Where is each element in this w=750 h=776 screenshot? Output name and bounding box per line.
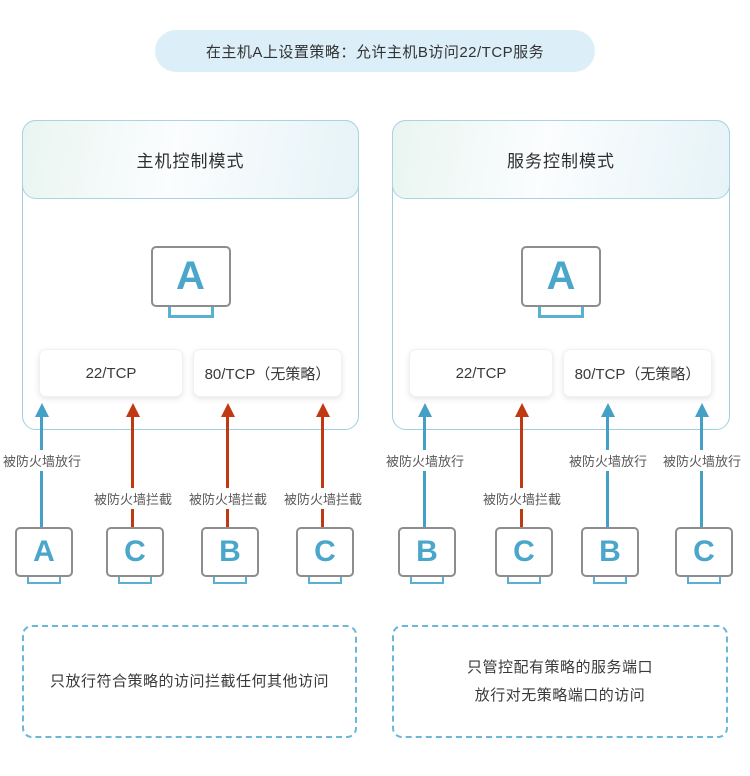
port-box-80tcp: 80/TCP（无策略） (193, 349, 342, 397)
port-box-22tcp: 22/TCP (39, 349, 183, 397)
flow-result-label: 被防火墙放行 (659, 450, 745, 471)
host-letter: B (416, 535, 438, 568)
panel-title-text: 服务控制模式 (507, 152, 615, 171)
arrow-shaft (606, 415, 609, 527)
traffic-arrow-blocked (126, 403, 140, 527)
flow-result-label: 被防火墙放行 (565, 450, 651, 471)
port-label: 80/TCP（无策略） (574, 365, 701, 383)
summary-note-service-mode: 只管控配有策略的服务端口 放行对无策略端口的访问 (392, 625, 728, 738)
host-letter: C (693, 535, 715, 568)
policy-banner-text: 在主机A上设置策略：允许主机B访问22/TCP服务 (205, 43, 545, 61)
panel-service-control-mode: 服务控制模式 A 22/TCP 80/TCP（无策略） (392, 120, 730, 430)
panel-title-text: 主机控制模式 (136, 152, 245, 171)
traffic-arrow-allowed (418, 403, 432, 527)
summary-line: 只管控配有策略的服务端口 (466, 658, 653, 676)
arrow-shaft (226, 415, 229, 527)
monitor-stand (27, 573, 61, 584)
monitor-stand (213, 573, 247, 584)
host-letter: A (33, 535, 55, 568)
summary-line: 只放行符合策略的访问拦截任何其他访问 (49, 672, 329, 690)
host-monitor-icon: B (581, 527, 639, 577)
arrow-head-icon (221, 403, 235, 417)
monitor-stand (410, 573, 444, 584)
server-monitor-icon: A (150, 246, 231, 307)
traffic-arrow-blocked (515, 403, 529, 527)
monitor-stand (118, 573, 152, 584)
arrow-shaft (520, 415, 523, 527)
host-letter: C (124, 535, 146, 568)
arrow-head-icon (695, 403, 709, 417)
arrow-shaft (40, 415, 43, 527)
host-letter: B (599, 535, 621, 568)
arrow-head-icon (126, 403, 140, 417)
host-letter: C (314, 535, 336, 568)
arrow-head-icon (601, 403, 615, 417)
flow-result-label: 被防火墙拦截 (479, 488, 565, 509)
monitor-stand (593, 573, 627, 584)
monitor-stand (538, 303, 584, 318)
host-monitor-icon: A (15, 527, 73, 577)
arrow-head-icon (418, 403, 432, 417)
host-letter: B (219, 535, 241, 568)
port-label: 22/TCP (85, 364, 137, 382)
port-box-22tcp: 22/TCP (409, 349, 553, 397)
port-box-80tcp: 80/TCP（无策略） (563, 349, 712, 397)
traffic-arrow-blocked (221, 403, 235, 527)
host-monitor-icon: C (495, 527, 553, 577)
traffic-arrow-blocked (316, 403, 330, 527)
host-monitor-icon: C (296, 527, 354, 577)
flow-result-label: 被防火墙拦截 (280, 488, 366, 509)
flow-result-label: 被防火墙放行 (0, 450, 85, 471)
server-letter: A (176, 254, 205, 298)
monitor-stand (308, 573, 342, 584)
host-monitor-icon: B (201, 527, 259, 577)
flow-result-label: 被防火墙拦截 (90, 488, 176, 509)
monitor-stand (167, 303, 214, 318)
panel-title-service-control: 服务控制模式 (392, 120, 730, 199)
host-monitor-icon: C (675, 527, 733, 577)
monitor-stand (507, 573, 541, 584)
panel-title-host-control: 主机控制模式 (22, 120, 359, 199)
host-letter: C (513, 535, 535, 568)
arrow-shaft (423, 415, 426, 527)
arrow-head-icon (35, 403, 49, 417)
host-monitor-icon: B (398, 527, 456, 577)
port-label: 22/TCP (455, 364, 507, 382)
flow-result-label: 被防火墙放行 (382, 450, 468, 471)
panel-host-control-mode: 主机控制模式 A 22/TCP 80/TCP（无策略） (22, 120, 359, 430)
arrow-head-icon (316, 403, 330, 417)
server-letter: A (546, 254, 576, 298)
host-monitor-icon: C (106, 527, 164, 577)
server-monitor-icon: A (521, 246, 601, 307)
traffic-arrow-allowed (601, 403, 615, 527)
traffic-arrow-allowed (695, 403, 709, 527)
flow-result-label: 被防火墙拦截 (185, 488, 271, 509)
summary-note-host-mode: 只放行符合策略的访问拦截任何其他访问 (22, 625, 357, 738)
arrow-shaft (321, 415, 324, 527)
summary-line: 放行对无策略端口的访问 (474, 686, 646, 704)
port-label: 80/TCP（无策略） (204, 365, 331, 383)
monitor-stand (687, 573, 721, 584)
arrow-shaft (700, 415, 703, 527)
arrow-head-icon (515, 403, 529, 417)
arrow-shaft (131, 415, 134, 527)
policy-banner: 在主机A上设置策略：允许主机B访问22/TCP服务 (155, 30, 595, 72)
traffic-arrow-allowed (35, 403, 49, 527)
